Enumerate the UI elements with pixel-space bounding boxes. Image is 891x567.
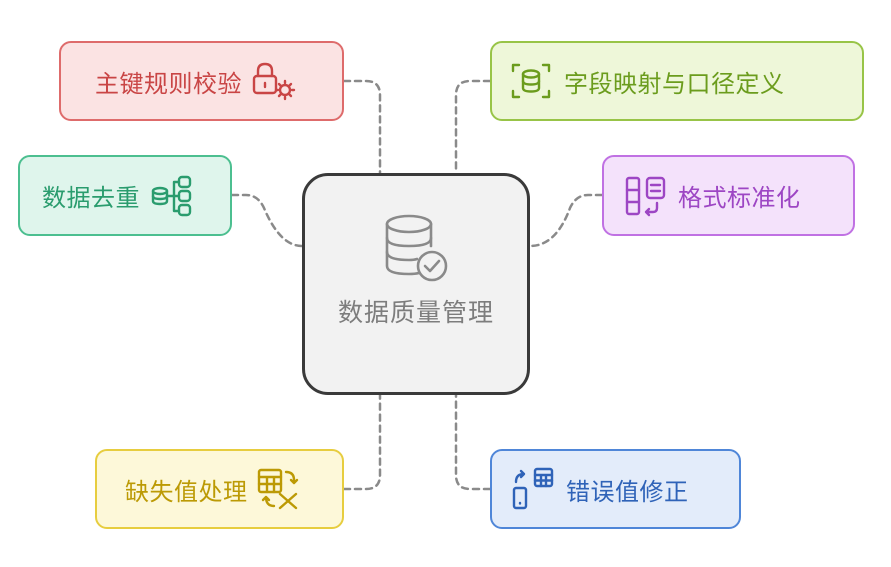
database-check-icon bbox=[381, 212, 451, 288]
node-format-standardization[interactable]: 格式标准化 bbox=[602, 155, 855, 236]
node-label: 数据去重 bbox=[42, 184, 140, 212]
node-label: 字段映射与口径定义 bbox=[564, 69, 785, 98]
node-missing-value-handling[interactable]: 缺失值处理 bbox=[95, 449, 344, 529]
node-deduplication[interactable]: 数据去重 bbox=[18, 155, 232, 236]
node-primary-key-validation[interactable]: 主键规则校验 bbox=[59, 41, 344, 121]
connector-field-mapping bbox=[454, 79, 492, 175]
layout-transform-icon bbox=[624, 174, 668, 218]
database-hierarchy-icon bbox=[150, 174, 194, 218]
lock-settings-icon bbox=[250, 61, 296, 101]
table-replace-icon bbox=[256, 467, 302, 511]
node-label: 格式标准化 bbox=[678, 184, 801, 212]
database-scan-icon bbox=[510, 61, 552, 101]
connector-primary-key bbox=[342, 79, 382, 175]
node-label: 缺失值处理 bbox=[125, 477, 248, 506]
connector-format bbox=[528, 193, 604, 248]
device-calculator-icon bbox=[510, 466, 556, 512]
connector-dedup bbox=[230, 193, 304, 248]
node-label: 主键规则校验 bbox=[95, 69, 242, 98]
node-label: 错误值修正 bbox=[566, 477, 689, 506]
node-field-mapping[interactable]: 字段映射与口径定义 bbox=[490, 41, 864, 121]
connector-error bbox=[454, 393, 492, 491]
node-error-value-correction[interactable]: 错误值修正 bbox=[490, 449, 741, 529]
connector-missing bbox=[342, 393, 382, 491]
central-topic-label: 数据质量管理 bbox=[337, 298, 494, 327]
central-topic-box[interactable]: 数据质量管理 bbox=[302, 173, 530, 395]
